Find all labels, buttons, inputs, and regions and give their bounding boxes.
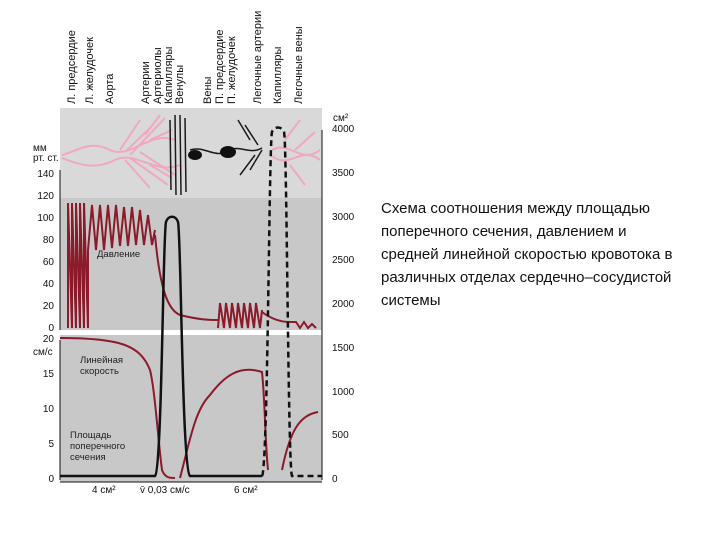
- pressure-unit: мм рт. ст.: [33, 143, 59, 164]
- tick-label: 10: [42, 404, 54, 415]
- tick-label: 140: [37, 169, 54, 180]
- systemic-vessels: [61, 114, 321, 189]
- tick-label: 2500: [332, 255, 355, 267]
- tick-label: 0: [332, 474, 338, 485]
- caption-text: Схема соотношения между площадью попереч…: [381, 200, 673, 309]
- vessel-label: Л. предсердие: [66, 30, 78, 104]
- bottom-label-1: 4 см²: [92, 485, 116, 496]
- tick-label: 5: [48, 439, 54, 450]
- tick-label: 4000: [332, 124, 355, 135]
- tick-label: 2000: [332, 299, 355, 310]
- tick-label: 15: [42, 369, 54, 380]
- tick-label: 80: [42, 235, 54, 246]
- area-series: [60, 126, 322, 478]
- vessel-label: Вены: [202, 76, 214, 104]
- vessel-label: Артерии: [140, 61, 152, 104]
- velocity-label: Линейная скорость: [80, 355, 124, 377]
- velocity-unit: см/с: [33, 347, 53, 358]
- tick-label: 20: [42, 334, 54, 345]
- tick-label: 0: [48, 323, 54, 334]
- vessel-label: Л. желудочек: [84, 37, 96, 104]
- vessel-label: Легочные артерии: [252, 10, 264, 104]
- tick-label: 60: [42, 257, 54, 268]
- diagram-graphics: [59, 108, 323, 483]
- vessel-label: П. предсердие: [214, 29, 226, 104]
- tick-label: 20: [42, 301, 54, 312]
- area-label: Площадь поперечного сечения: [70, 430, 126, 463]
- tick-label: 100: [37, 213, 54, 224]
- vessel-label: Легочные вены: [293, 26, 305, 104]
- tick-label: 3000: [332, 211, 355, 223]
- tick-label: 0: [48, 474, 54, 485]
- pressure-label: Давление: [97, 249, 141, 260]
- area-unit: см²: [333, 113, 349, 124]
- vessel-label: Венулы: [174, 64, 186, 104]
- bottom-panel: [60, 335, 322, 482]
- vessel-label: Капилляры: [272, 46, 284, 104]
- tick-label: 500: [332, 430, 349, 442]
- vessel-label: П. желудочек: [226, 36, 238, 104]
- right-heart-blob: [220, 146, 236, 158]
- tick-label: 120: [37, 191, 54, 202]
- tick-label: 40: [42, 279, 54, 290]
- tick-label: 1500: [332, 342, 355, 354]
- vessel-label: Аорта: [104, 73, 116, 104]
- bottom-label-3: 6 см²: [234, 485, 258, 496]
- tick-label: 3500: [332, 167, 355, 179]
- left-heart-blob: [188, 150, 202, 160]
- tick-label: 1000: [332, 386, 355, 398]
- bottom-label-2: v̄ 0,03 см/с: [140, 485, 190, 496]
